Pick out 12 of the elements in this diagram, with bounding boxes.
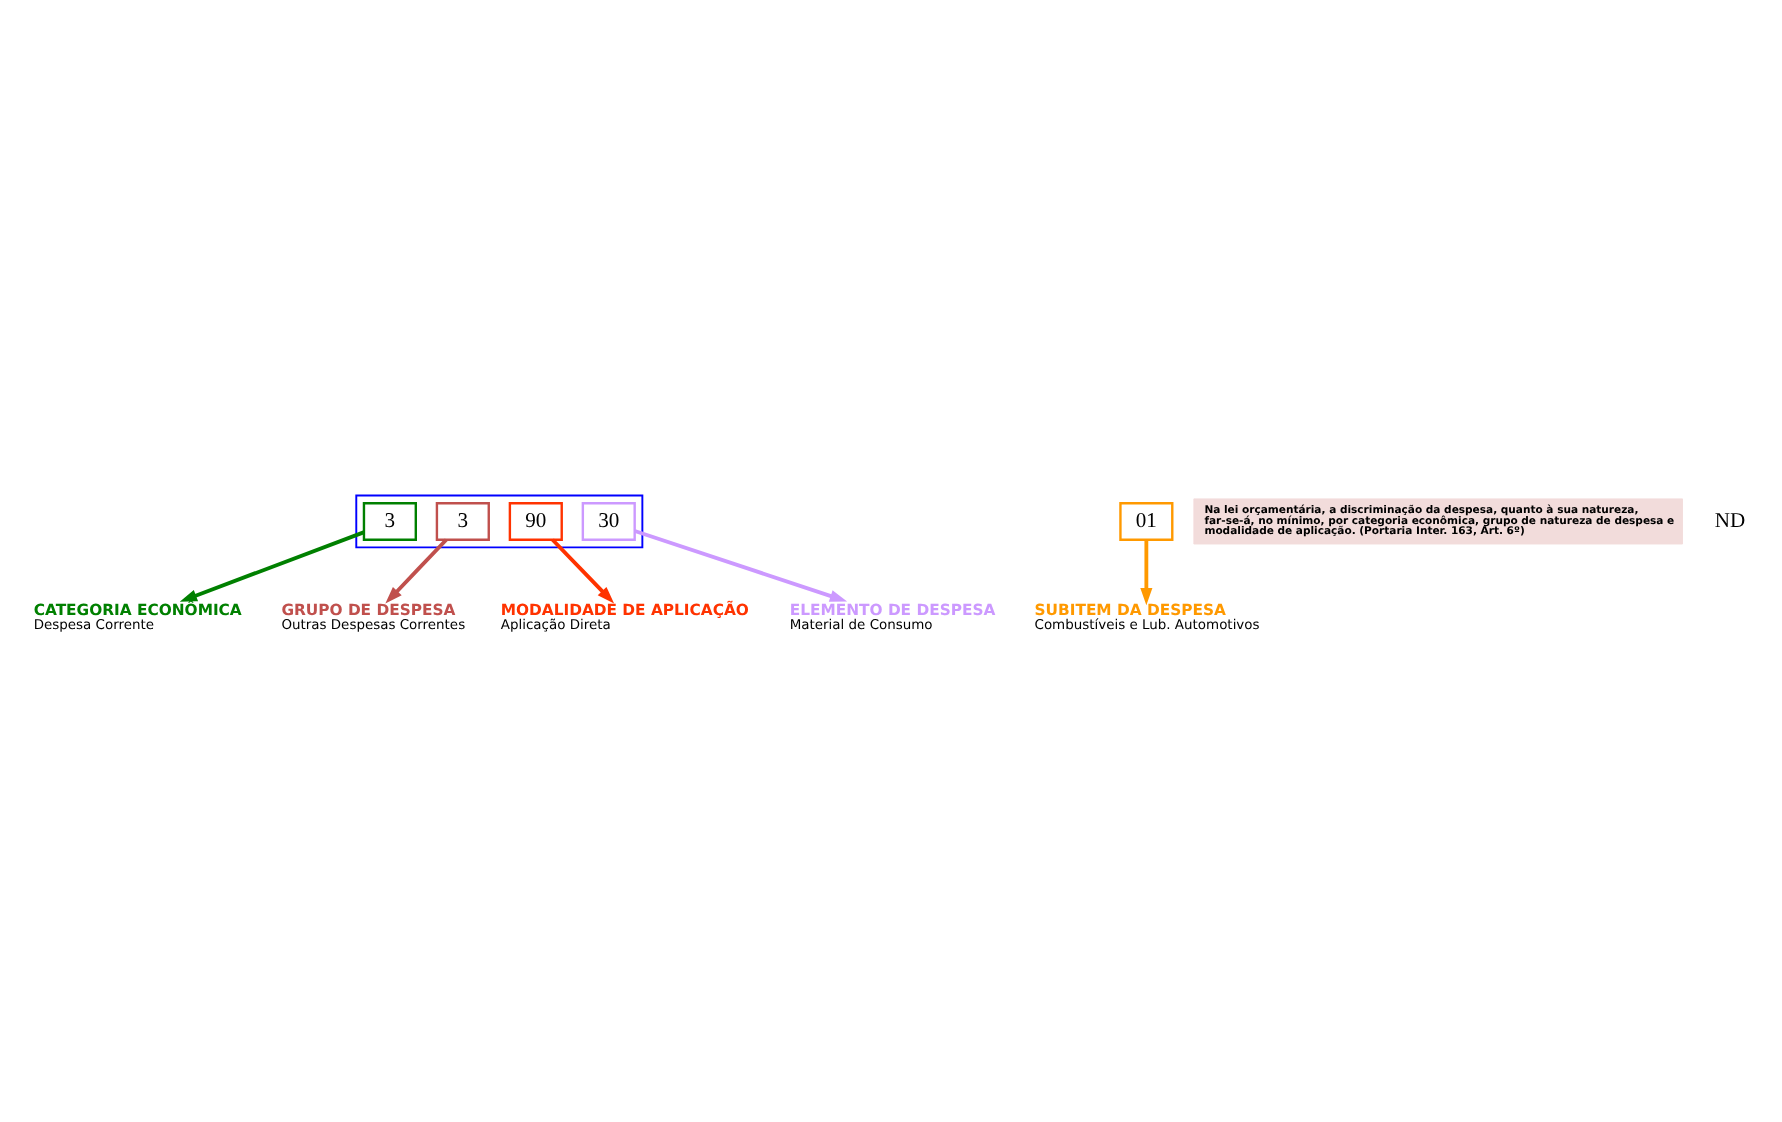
node-box: 01 — [1119, 501, 1174, 540]
node-box: 90 — [508, 501, 563, 540]
arrow — [551, 537, 615, 603]
node-box: 30 — [581, 501, 636, 540]
cluster — [355, 493, 644, 548]
arrow — [1140, 538, 1153, 605]
label: ND — [1714, 509, 1746, 532]
node-box: 3 — [435, 501, 490, 540]
arrow — [179, 529, 365, 601]
arrow — [385, 537, 448, 603]
node-box: 3 — [362, 501, 417, 540]
arrow — [634, 528, 848, 601]
